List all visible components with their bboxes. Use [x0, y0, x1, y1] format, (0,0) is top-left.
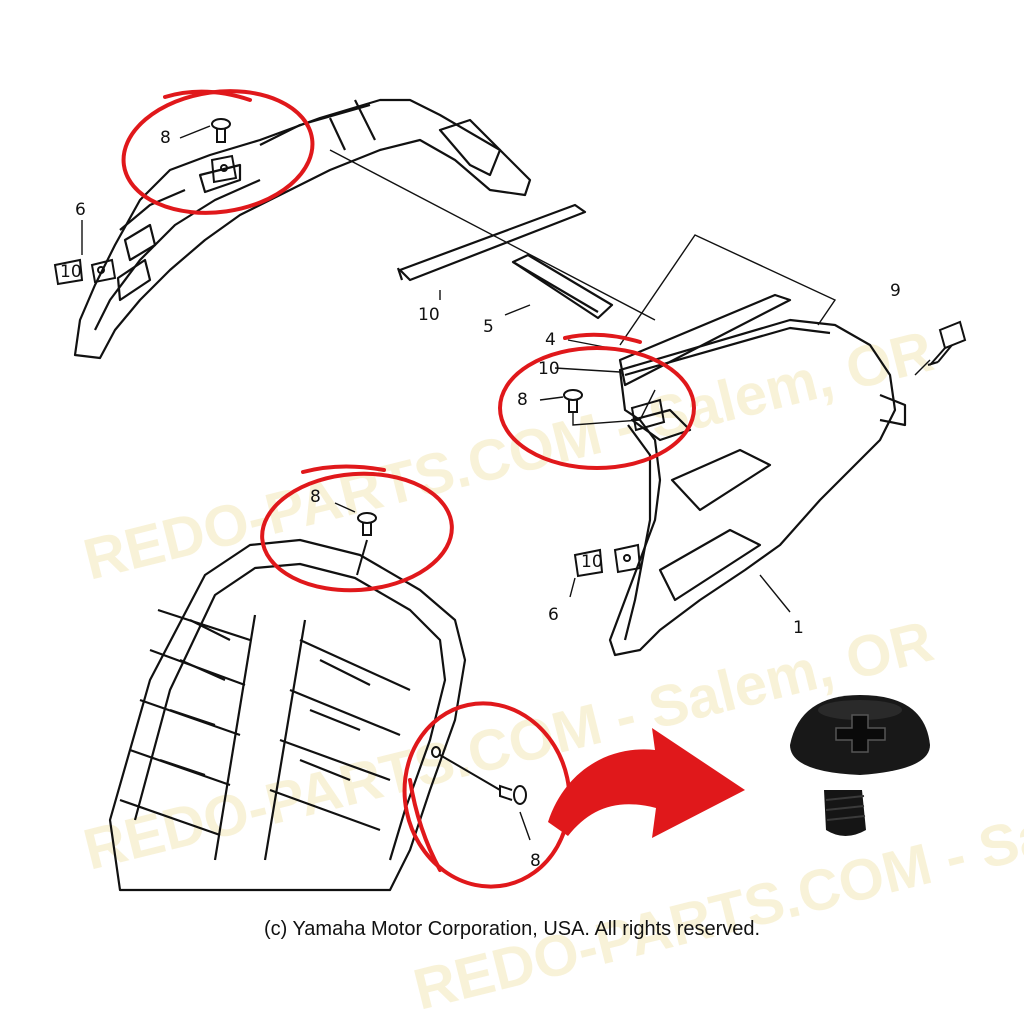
phillips-recess-icon: [835, 714, 886, 753]
copyright-notice: (c) Yamaha Motor Corporation, USA. All r…: [263, 918, 761, 940]
rear-frame-part: [73, 98, 532, 360]
clip-nut-bottom: [573, 543, 642, 578]
callout-10-rail: 10: [418, 305, 440, 325]
highlight-flourish-grille-top: [301, 464, 386, 474]
highlight-flourish-grille-side: [408, 778, 442, 872]
guide-lines: [329, 149, 837, 421]
callout-4: 4: [545, 330, 556, 350]
red-arrow: [548, 728, 745, 838]
callout-8-cover: 8: [517, 390, 528, 410]
callout-leaders: [81, 125, 931, 841]
callout-8-grille-top: 8: [310, 487, 321, 507]
screw-grille-top: [356, 512, 377, 576]
watermark-text-1: REDO-PARTS.COM - Salem, OR: [77, 319, 939, 593]
callout-8-top: 8: [160, 128, 171, 148]
callout-9: 9: [890, 281, 901, 301]
highlight-flourish-top: [163, 89, 252, 102]
screw-nine: [927, 320, 967, 366]
screw-grille-side: [431, 746, 527, 805]
callout-8-grille-side: 8: [530, 851, 541, 871]
callout-1: 1: [793, 618, 804, 638]
seal-rail-part: [396, 203, 614, 320]
nut-label-left: 10: [60, 262, 82, 282]
clip-nut-left: [53, 258, 117, 286]
highlight-flourish-cover: [563, 332, 642, 344]
highlight-circle-cover: [498, 346, 696, 470]
screw-cover: [563, 389, 666, 432]
highlight-circles: [121, 89, 696, 889]
watermark: REDO-PARTS.COM - Salem, OR REDO-PARTS.CO…: [77, 319, 1024, 1023]
screw-photo: [790, 695, 930, 836]
grille-part: [108, 538, 467, 892]
highlight-circle-grille-side: [402, 701, 572, 889]
side-cover-part: [608, 293, 907, 657]
callout-6-left: 6: [75, 200, 86, 220]
screw-top: [210, 118, 238, 184]
callout-10-cover: 10: [538, 359, 560, 379]
nut-label-bottom: 10: [581, 552, 603, 572]
callout-5-strip: 5: [483, 317, 494, 337]
highlight-circle-grille-top: [260, 471, 454, 593]
callout-6-bottom: 6: [548, 605, 559, 625]
